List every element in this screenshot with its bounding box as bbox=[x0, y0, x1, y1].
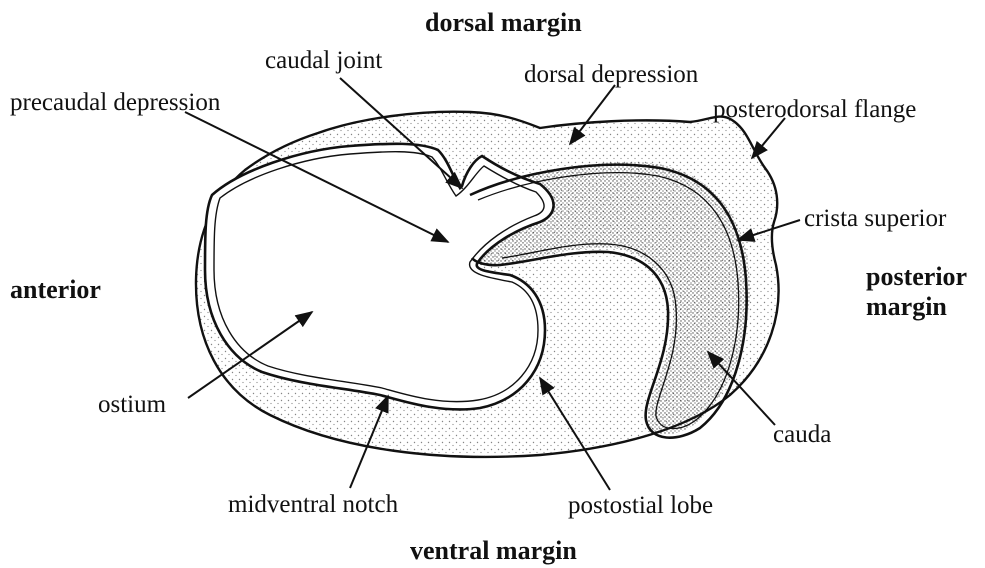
pointer-caudal-joint bbox=[340, 78, 462, 188]
pointer-midventral-notch bbox=[350, 396, 388, 488]
posterodorsal-flange-label: posterodorsal flange bbox=[713, 97, 916, 122]
pointer-cauda bbox=[708, 352, 775, 425]
ostium-label: ostium bbox=[98, 392, 166, 417]
pointer-precaudal-depression bbox=[185, 112, 448, 242]
posterior-margin-line1: posterior bbox=[866, 262, 967, 292]
pointer-posterodorsal-flange bbox=[752, 118, 785, 158]
cauda-label: cauda bbox=[773, 422, 831, 447]
dorsal-margin-label: dorsal margin bbox=[425, 10, 582, 36]
pointer-dorsal-depression bbox=[570, 85, 615, 144]
ventral-margin-label: ventral margin bbox=[410, 538, 577, 564]
postostial-lobe-label: postostial lobe bbox=[568, 493, 713, 518]
dorsal-depression-label: dorsal depression bbox=[524, 62, 698, 87]
anterior-label: anterior bbox=[10, 277, 101, 303]
posterior-margin-line2: margin bbox=[866, 292, 967, 322]
midventral-notch-label: midventral notch bbox=[228, 492, 398, 517]
pointer-postostial-lobe bbox=[540, 378, 610, 490]
crista-superior-label: crista superior bbox=[804, 206, 946, 231]
precaudal-depression-label: precaudal depression bbox=[10, 90, 220, 115]
caudal-joint-label: caudal joint bbox=[265, 48, 382, 73]
pointer-crista-superior bbox=[738, 220, 800, 240]
pointer-ostium bbox=[188, 312, 312, 398]
posterior-margin-label: posterior margin bbox=[866, 262, 967, 322]
